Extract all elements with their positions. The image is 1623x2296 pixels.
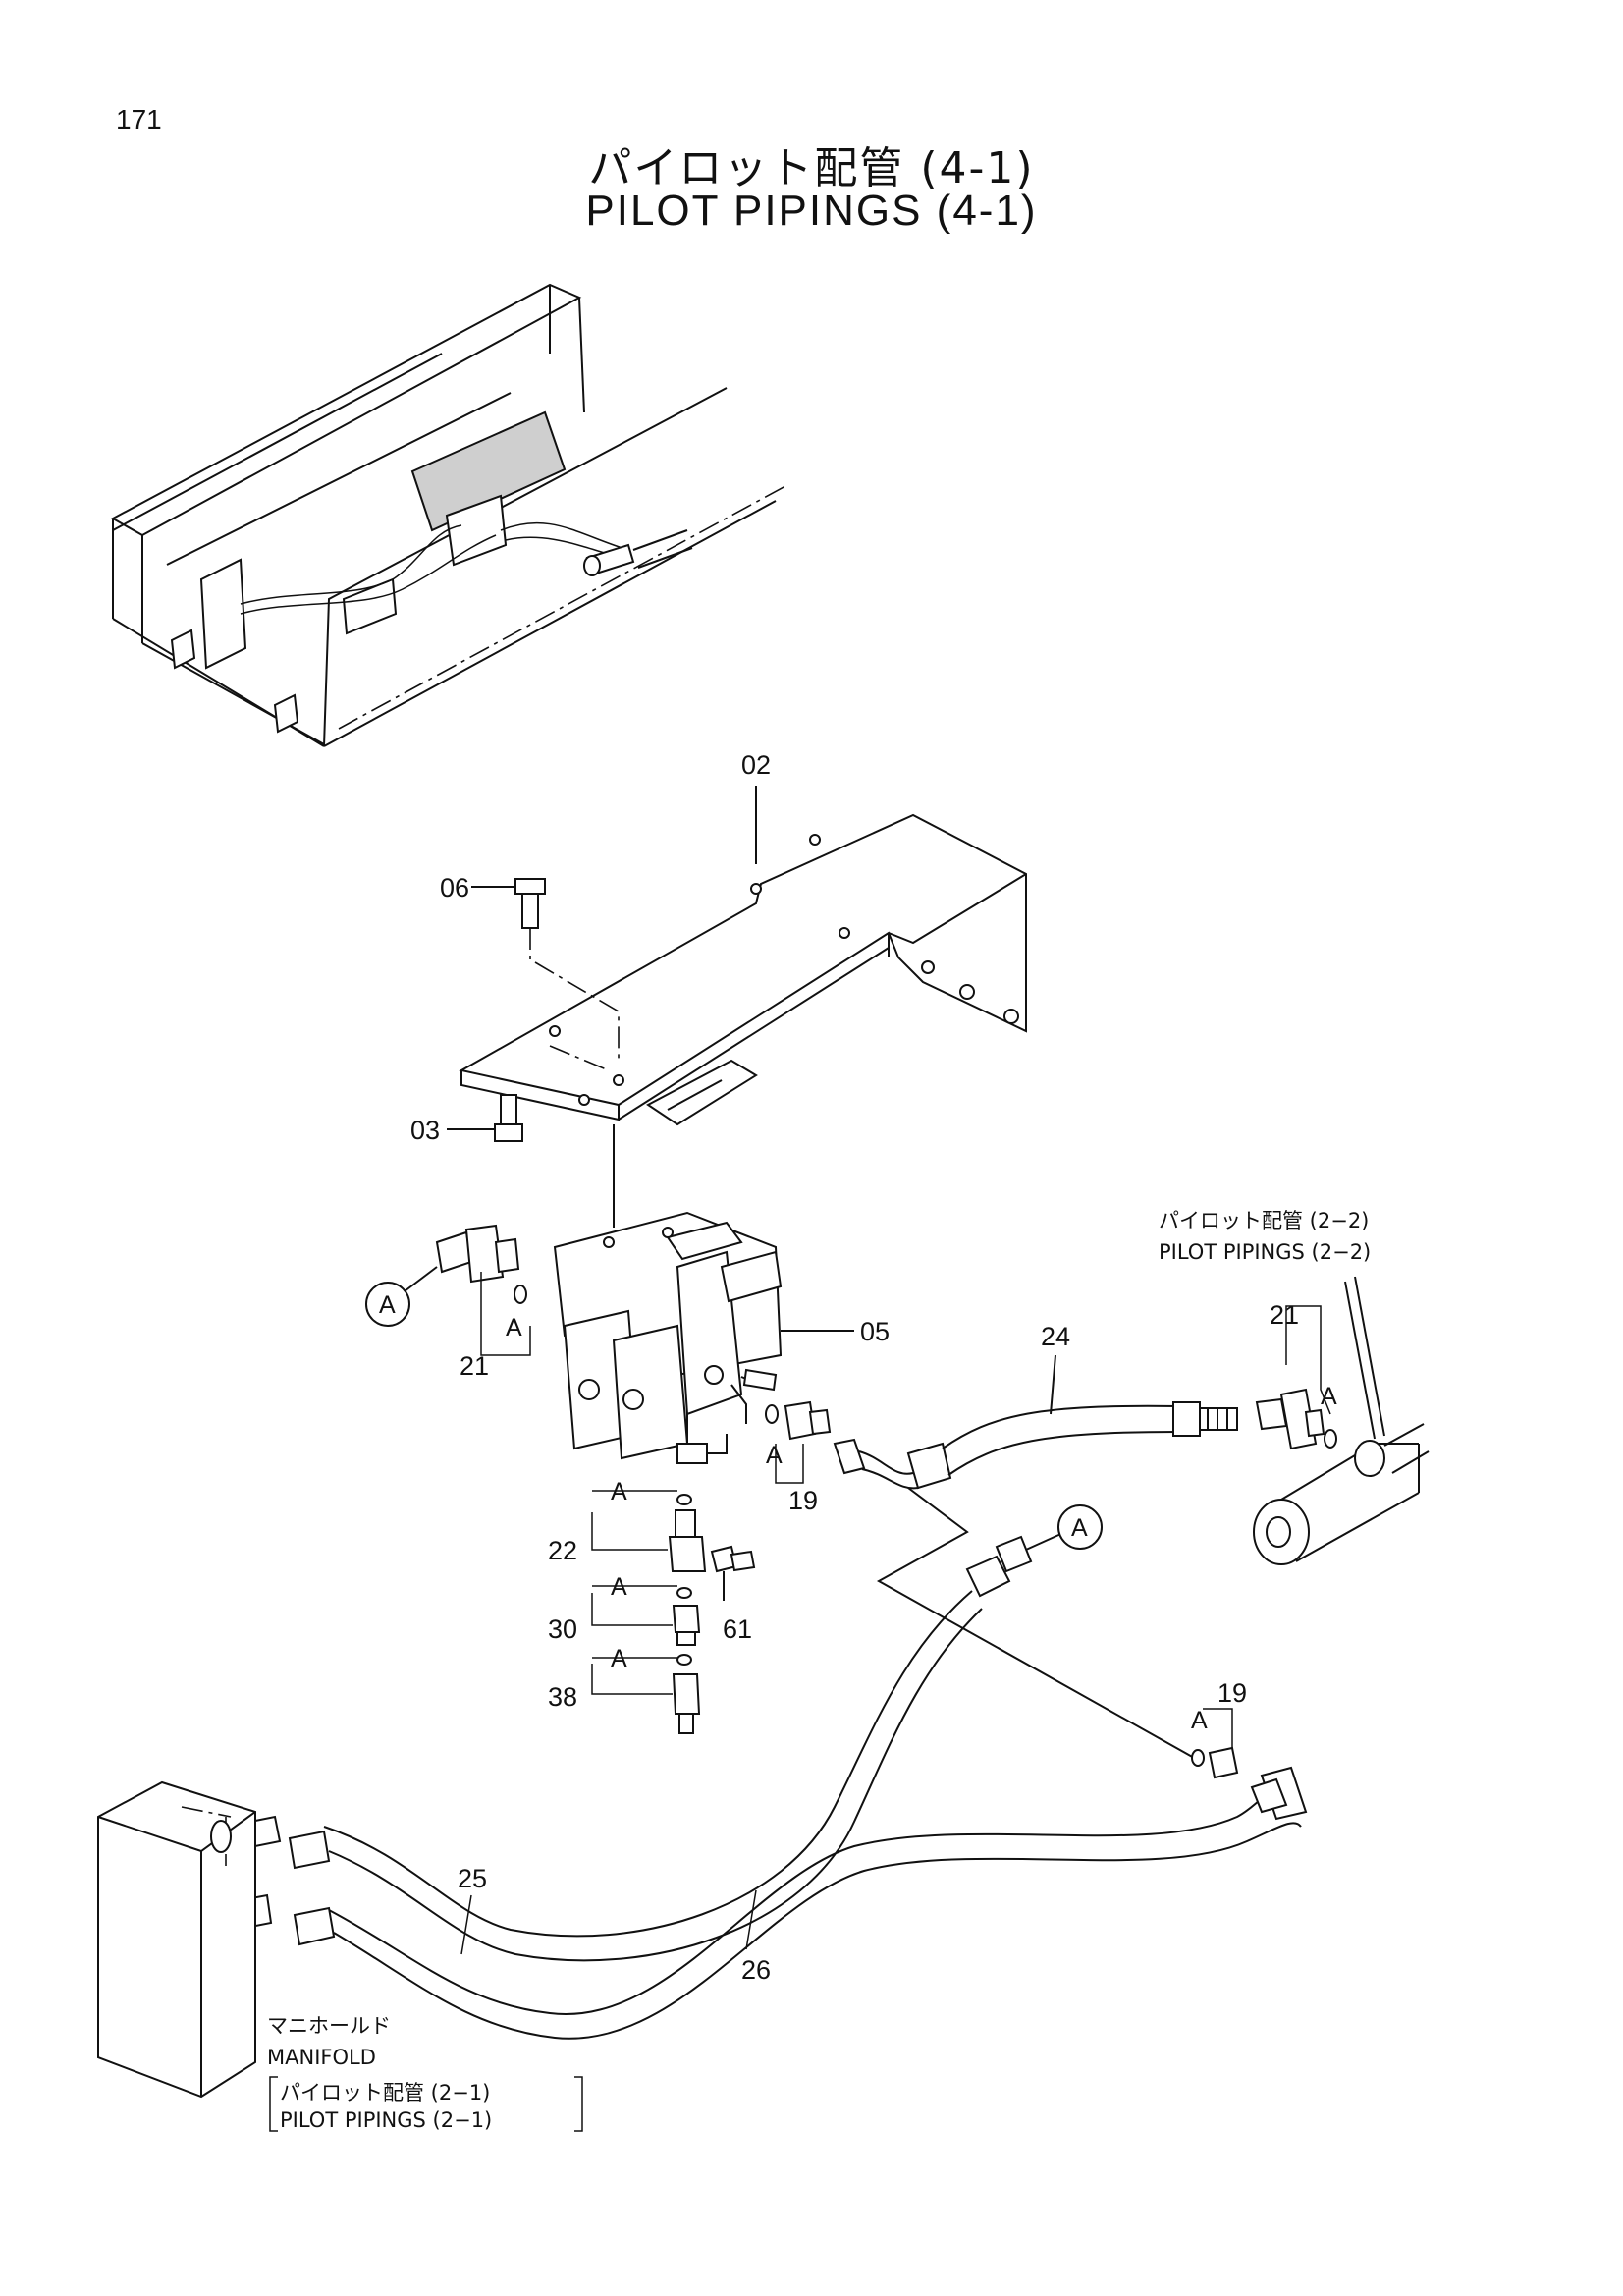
annotation-bracket-left (269, 2076, 278, 2132)
a-marker-22: A (611, 1478, 627, 1505)
callout-38: 38 (548, 1682, 577, 1712)
title-japanese: パイロット配管 (4-1) (588, 143, 1035, 193)
a-marker-30: A (611, 1573, 627, 1601)
pilot-tube-right (1253, 1276, 1430, 1565)
leader-dashed-route (876, 1487, 1204, 1764)
callout-21-left: 21 (460, 1351, 489, 1381)
fitting-38 (672, 1654, 701, 1734)
hose-25 (323, 1590, 983, 1962)
callout-21-right: 21 (1270, 1300, 1299, 1330)
bolt-03 (447, 1094, 523, 1142)
a-marker-21-right: A (1321, 1383, 1337, 1410)
circle-marker-a-left (365, 1282, 410, 1327)
fitting-19-upper (740, 1368, 832, 1441)
hose-26 (328, 1766, 1308, 2040)
bolt-06 (471, 878, 546, 962)
bracket-plate-02 (459, 786, 1027, 1126)
callout-26: 26 (741, 1955, 771, 1985)
manifold-block (97, 1780, 256, 2099)
callout-22: 22 (548, 1536, 577, 1565)
callout-02: 02 (741, 750, 771, 780)
callout-30: 30 (548, 1614, 577, 1644)
circle-marker-a-right (1057, 1504, 1103, 1550)
connector-right-a (965, 1531, 1066, 1598)
annotation-pilot-2-2-jp: パイロット配管 (2−2) (1159, 1209, 1369, 1232)
fitting-19-lower (1191, 1746, 1288, 1814)
page-number: 171 (116, 104, 162, 135)
hose-24 (833, 1354, 1238, 1490)
elbow-fitting-21-left (400, 1224, 527, 1304)
fitting-61 (710, 1545, 756, 1601)
annotation-pilot-2-1-en: PILOT PIPINGS (2−1) (280, 2108, 492, 2132)
fitting-30 (672, 1587, 701, 1646)
overview-frame-drawing (110, 283, 786, 747)
fitting-22 (668, 1494, 707, 1572)
annotation-bracket-right (574, 2076, 583, 2132)
a-marker-38: A (611, 1645, 627, 1672)
a-marker-19-right: A (1191, 1707, 1208, 1734)
annotation-manifold-en: MANIFOLD (267, 2046, 376, 2069)
callout-61: 61 (723, 1614, 752, 1644)
annotation-manifold-jp: マニホールド (267, 2014, 391, 2038)
callout-25: 25 (458, 1864, 487, 1893)
callout-03: 03 (410, 1116, 440, 1145)
callout-24: 24 (1041, 1322, 1070, 1351)
a-marker-21: A (506, 1314, 522, 1341)
callout-19-lower: 19 (1217, 1678, 1247, 1708)
callout-05: 05 (860, 1317, 890, 1346)
annotation-pilot-2-2-en: PILOT PIPINGS (2−2) (1159, 1240, 1371, 1264)
circle-a-left-label: A (379, 1291, 396, 1319)
circle-a-right-label: A (1071, 1514, 1088, 1542)
title-english: PILOT PIPINGS (4-1) (585, 187, 1038, 235)
elbow-fitting-21-right (1255, 1388, 1337, 1450)
a-marker-19: A (766, 1442, 783, 1469)
callout-19-upper: 19 (788, 1486, 818, 1515)
leader-lines (460, 786, 1331, 1955)
callout-06: 06 (440, 873, 469, 902)
annotation-pilot-2-1-jp: パイロット配管 (2−1) (280, 2081, 490, 2105)
valve-block-05 (553, 1211, 854, 1464)
